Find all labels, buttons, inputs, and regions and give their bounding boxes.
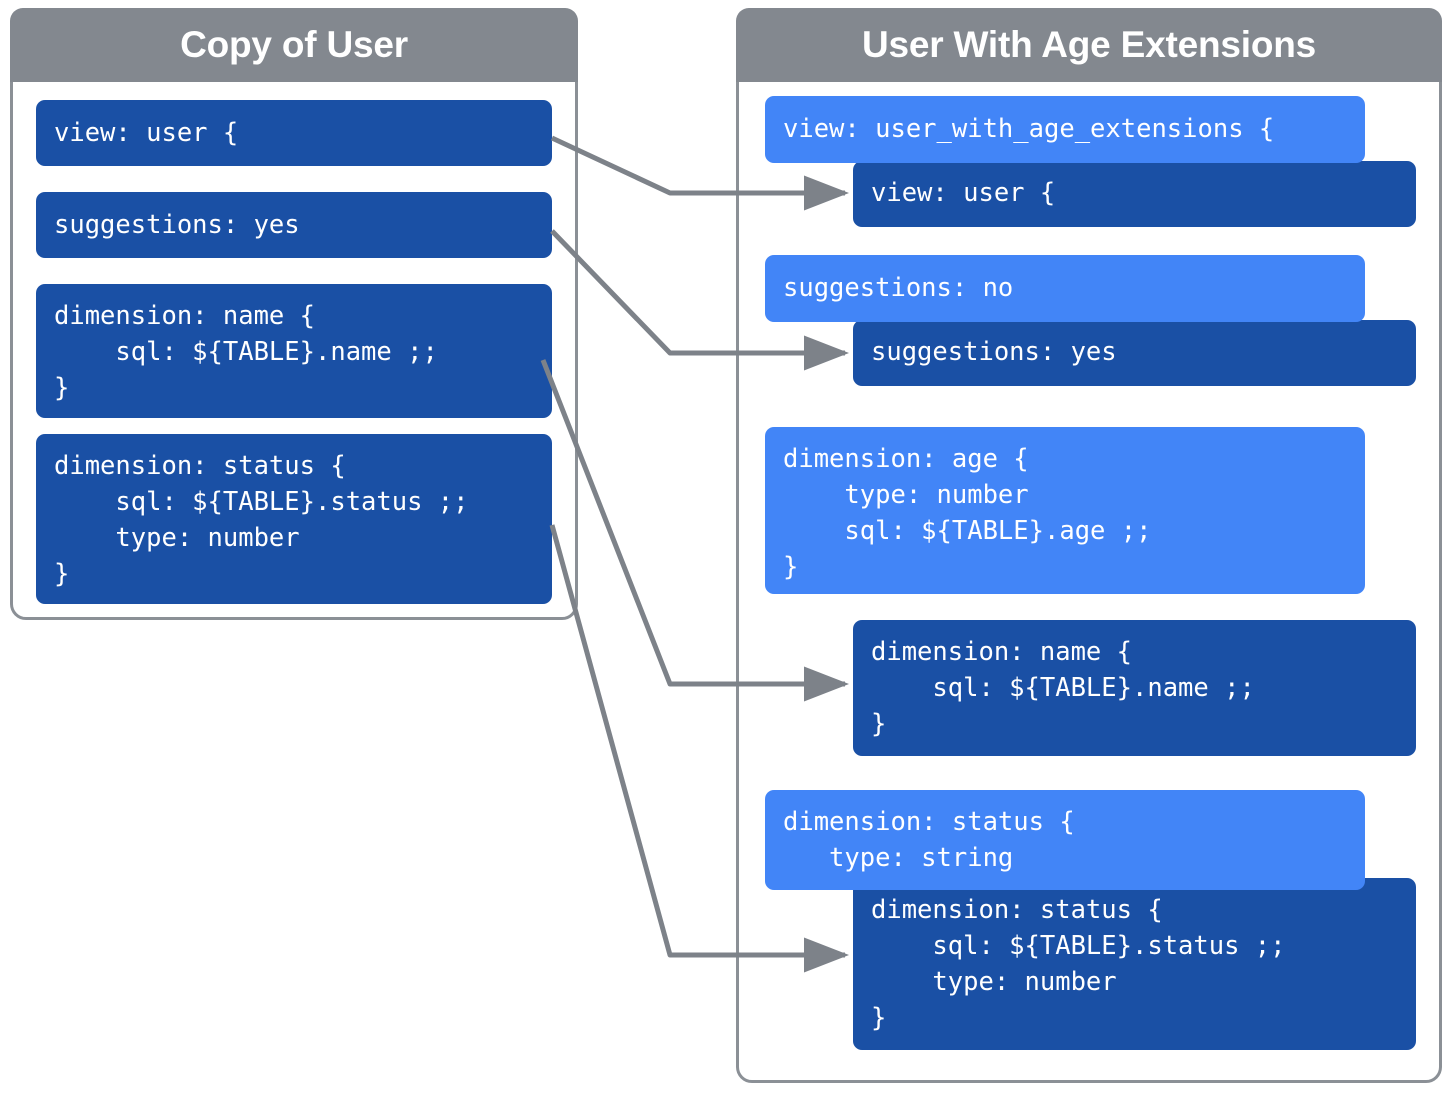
right-block-view-extension: view: user_with_age_extensions { [765, 96, 1365, 163]
left-block-suggestions: suggestions: yes [36, 192, 552, 258]
right-block-view-inherited: view: user { [853, 161, 1416, 227]
left-block-dimension-status: dimension: status { sql: ${TABLE}.status… [36, 434, 552, 604]
right-block-dimension-name-inherited: dimension: name { sql: ${TABLE}.name ;; … [853, 620, 1416, 756]
panel-user-with-age-extensions-title: User With Age Extensions [736, 8, 1442, 82]
right-block-suggestions-inherited: suggestions: yes [853, 320, 1416, 386]
left-block-dimension-name: dimension: name { sql: ${TABLE}.name ;; … [36, 284, 552, 418]
right-block-dimension-status-inherited: dimension: status { sql: ${TABLE}.status… [853, 878, 1416, 1050]
right-block-suggestions-extension: suggestions: no [765, 255, 1365, 322]
left-block-view: view: user { [36, 100, 552, 166]
right-block-dimension-age: dimension: age { type: number sql: ${TAB… [765, 427, 1365, 594]
right-block-dimension-status-extension: dimension: status { type: string [765, 790, 1365, 890]
panel-copy-of-user-title: Copy of User [10, 8, 578, 82]
